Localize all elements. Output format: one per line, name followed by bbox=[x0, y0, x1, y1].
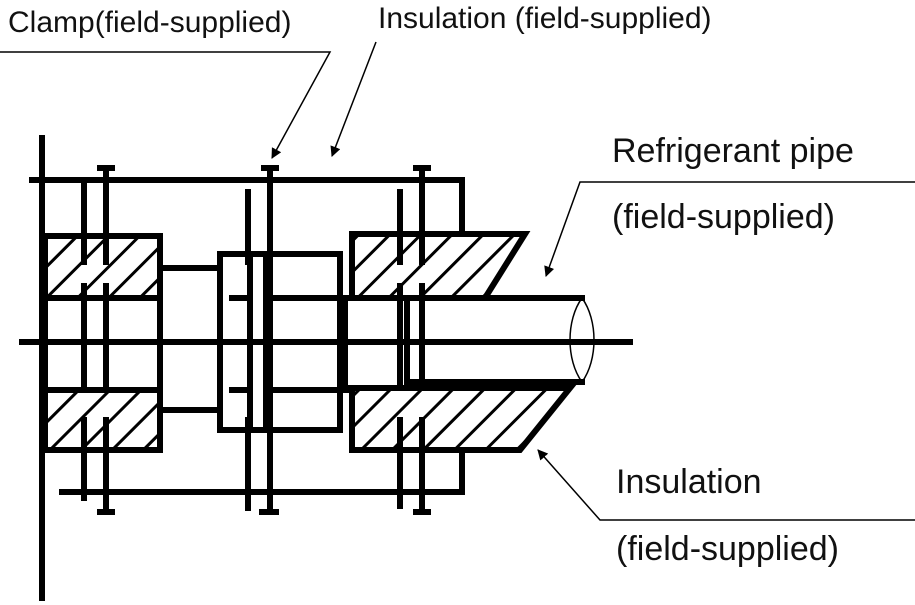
coupling bbox=[157, 251, 355, 433]
fitting-right-body bbox=[342, 295, 410, 391]
label-refrigerant-pipe: Refrigerant pipe bbox=[612, 132, 854, 170]
clamp-left bbox=[81, 165, 115, 515]
insulation-right-upper bbox=[349, 231, 531, 301]
leader-lines bbox=[0, 41, 915, 521]
insulation-left-upper bbox=[42, 233, 163, 301]
label-insulation-top: Insulation (field-supplied) bbox=[378, 2, 712, 35]
label-insulation-bottom: Insulation bbox=[616, 463, 762, 501]
label-clamp: Clamp(field-supplied) bbox=[8, 6, 292, 39]
clamp-right bbox=[397, 165, 431, 515]
refrigerant-pipe bbox=[404, 295, 595, 385]
clamp-middle bbox=[245, 165, 279, 515]
insulation-left-lower bbox=[42, 387, 163, 453]
label-insulation-bottom-supply: (field-supplied) bbox=[616, 530, 839, 568]
label-refrigerant-pipe-supply: (field-supplied) bbox=[612, 198, 835, 236]
insulation-right-lower bbox=[349, 385, 577, 453]
